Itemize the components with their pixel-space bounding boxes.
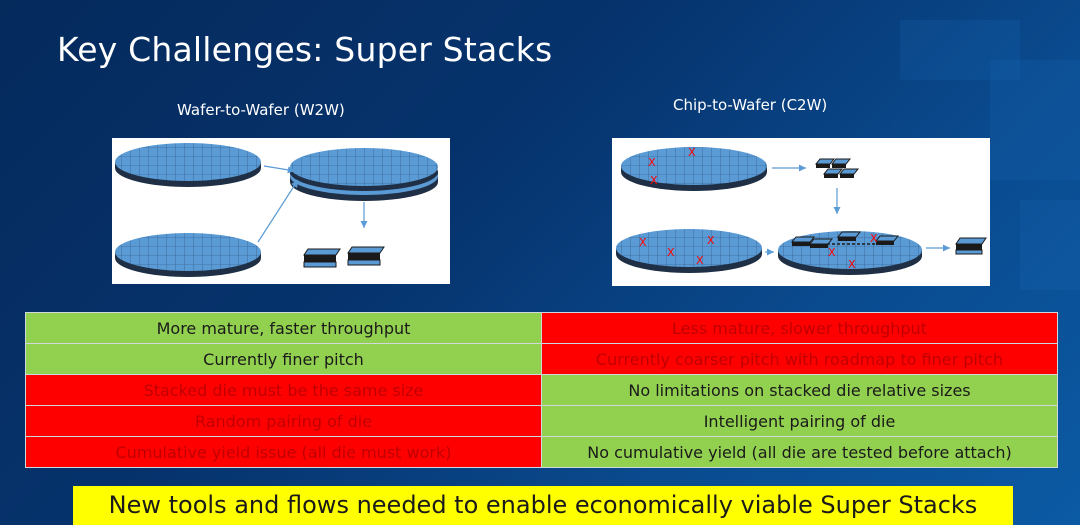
- c2w-cell: No cumulative yield (all die are tested …: [541, 436, 1058, 468]
- defect-mark: X: [707, 234, 715, 247]
- w2w-cell: Cumulative yield issue (all die must wor…: [25, 436, 542, 468]
- singulated-die: [814, 158, 860, 178]
- arrow: [263, 165, 296, 174]
- defect-mark: X: [688, 146, 696, 159]
- background-decoration: [1020, 200, 1080, 290]
- slide-title: Key Challenges: Super Stacks: [57, 30, 553, 69]
- background-decoration: [990, 60, 1080, 180]
- c2w-heading: Chip-to-Wafer (C2W): [673, 96, 828, 114]
- c2w-cell: Intelligent pairing of die: [541, 405, 1058, 437]
- placed-die: [790, 231, 900, 248]
- stacked-die: [347, 246, 385, 266]
- defect-mark: X: [828, 246, 836, 259]
- defect-mark: X: [648, 156, 656, 169]
- arrow: [257, 179, 299, 243]
- wafer-top: [115, 143, 261, 187]
- w2w-cell: More mature, faster throughput: [25, 312, 542, 344]
- defect-mark: X: [650, 174, 658, 187]
- c2w-diagram: X X X X X X X X X X: [612, 138, 990, 286]
- defect-mark: X: [870, 232, 878, 245]
- defect-mark: X: [848, 258, 856, 271]
- stacked-die: [303, 248, 341, 268]
- defect-mark: X: [639, 236, 647, 249]
- wafer-target: [616, 229, 762, 273]
- c2w-cell: No limitations on stacked die relative s…: [541, 374, 1058, 406]
- conclusion-banner: New tools and flows needed to enable eco…: [73, 486, 1013, 525]
- w2w-cell: Random pairing of die: [25, 405, 542, 437]
- c2w-cell: Less mature, slower throughput: [541, 312, 1058, 344]
- stacked-die: [955, 237, 987, 255]
- w2w-diagram: [112, 138, 450, 284]
- w2w-cell: Stacked die must be the same size: [25, 374, 542, 406]
- wafer-bottom: [115, 233, 261, 277]
- wafer-known-good: [621, 147, 767, 191]
- table-row: Cumulative yield issue (all die must wor…: [25, 436, 1058, 468]
- c2w-cell: Currently coarser pitch with roadmap to …: [541, 343, 1058, 375]
- stacked-wafer: [290, 148, 438, 201]
- background-decoration: [900, 20, 1020, 80]
- w2w-cell: Currently finer pitch: [25, 343, 542, 375]
- w2w-heading: Wafer-to-Wafer (W2W): [177, 101, 345, 119]
- defect-mark: X: [667, 246, 675, 259]
- defect-mark: X: [696, 254, 704, 267]
